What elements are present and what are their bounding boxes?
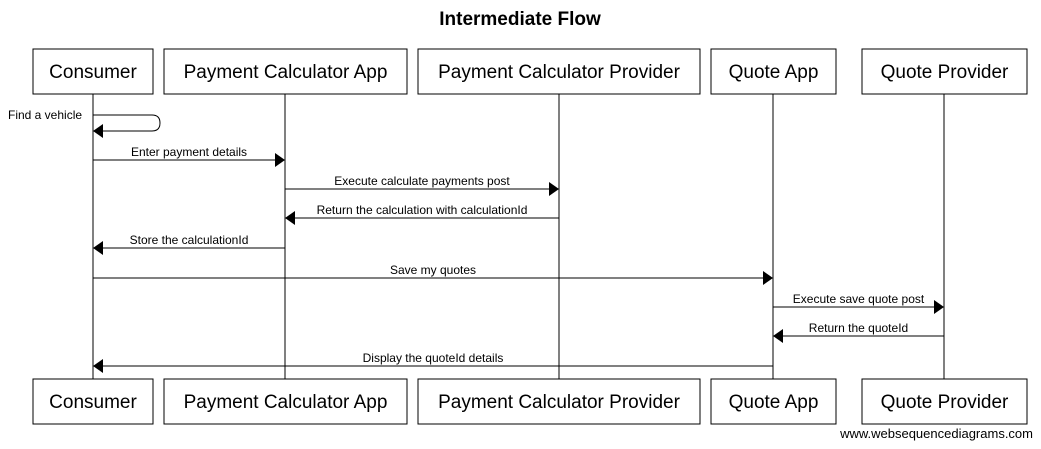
message-label: Enter payment details — [131, 145, 247, 159]
participant-box — [163, 378, 408, 425]
participant-box — [32, 48, 154, 95]
message-find-a-vehicle: Find a vehicle — [8, 108, 161, 138]
arrowhead-icon — [549, 182, 559, 196]
watermark-credit: www.websequencediagrams.com — [839, 426, 1033, 441]
arrowhead-icon — [93, 359, 103, 373]
participant-payment-calculator-provider-bottom: Payment Calculator Provider — [417, 378, 701, 425]
participant-box — [417, 378, 701, 425]
participant-consumer-top: Consumer — [32, 48, 154, 95]
message-enter-payment-details: Enter payment details — [93, 145, 285, 167]
participant-label: Payment Calculator App — [184, 62, 388, 83]
arrowhead-icon — [93, 241, 103, 255]
participant-label: Consumer — [49, 392, 137, 413]
message-store-the-calculationid: Store the calculationId — [93, 233, 285, 255]
lifelines — [92, 94, 945, 379]
participant-payment-calculator-app-top: Payment Calculator App — [163, 48, 408, 95]
message-label: Store the calculationId — [130, 233, 249, 247]
message-label: Execute save quote post — [793, 292, 925, 306]
message-label: Return the quoteId — [809, 321, 908, 335]
message-label: Save my quotes — [390, 263, 476, 277]
participant-consumer-bottom: Consumer — [32, 378, 154, 425]
participant-box — [861, 378, 1028, 425]
message-label: Display the quoteId details — [363, 351, 504, 365]
participant-quote-provider-bottom: Quote Provider — [861, 378, 1028, 425]
participant-label: Quote Provider — [881, 62, 1009, 83]
arrowhead-icon — [93, 124, 103, 138]
participant-box — [710, 378, 837, 425]
participant-box — [710, 48, 837, 95]
participant-payment-calculator-app-bottom: Payment Calculator App — [163, 378, 408, 425]
arrowhead-icon — [934, 300, 944, 314]
message-label: Return the calculation with calculationI… — [317, 203, 528, 217]
message-return-the-calculation-with-calculationid: Return the calculation with calculationI… — [285, 203, 559, 225]
message-execute-save-quote-post: Execute save quote post — [773, 292, 944, 314]
participant-label: Quote Provider — [881, 392, 1009, 413]
message-save-my-quotes: Save my quotes — [93, 263, 773, 285]
participant-payment-calculator-provider-top: Payment Calculator Provider — [417, 48, 701, 95]
arrowhead-icon — [773, 329, 783, 343]
participant-box — [417, 48, 701, 95]
participant-label: Payment Calculator Provider — [438, 62, 680, 83]
message-label: Find a vehicle — [8, 108, 82, 122]
participant-label: Quote App — [729, 392, 819, 413]
participant-box — [861, 48, 1028, 95]
diagram-title: Intermediate Flow — [439, 9, 601, 30]
participant-quote-app-top: Quote App — [710, 48, 837, 95]
message-line — [93, 114, 161, 132]
participant-label: Payment Calculator Provider — [438, 392, 680, 413]
arrowhead-icon — [285, 211, 295, 225]
participant-box — [163, 48, 408, 95]
participant-quote-provider-top: Quote Provider — [861, 48, 1028, 95]
message-return-the-quoteid: Return the quoteId — [773, 321, 944, 343]
message-display-the-quoteid-details: Display the quoteId details — [93, 351, 773, 373]
participant-label: Payment Calculator App — [184, 392, 388, 413]
participant-box — [32, 378, 154, 425]
message-label: Execute calculate payments post — [334, 174, 510, 188]
arrowhead-icon — [763, 271, 773, 285]
participant-label: Consumer — [49, 62, 137, 83]
participant-label: Quote App — [729, 62, 819, 83]
message-execute-calculate-payments-post: Execute calculate payments post — [285, 174, 559, 196]
participant-quote-app-bottom: Quote App — [710, 378, 837, 425]
arrowhead-icon — [275, 153, 285, 167]
